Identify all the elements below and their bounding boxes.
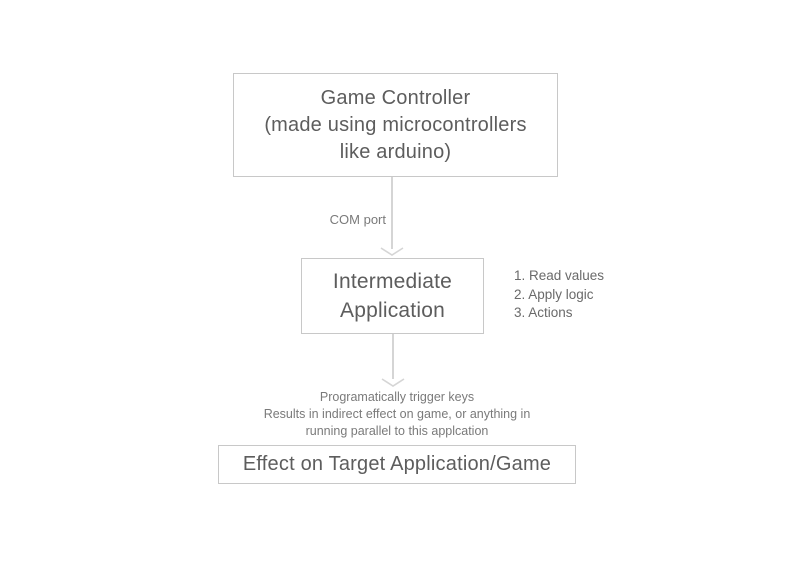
game-controller-line-2: (made using microcontrollers [264, 113, 527, 136]
effect-label: Effect on Target Application/Game [242, 453, 552, 475]
process-step-3: 3. Actions [514, 305, 573, 320]
process-step-1: 1. Read values [514, 268, 605, 283]
trigger-note-line-2: Results in indirect effect on game, or a… [263, 407, 531, 421]
game-controller-node: Game Controller (made using microcontrol… [233, 73, 558, 177]
trigger-note-line-3: running parallel to this applcation [305, 424, 489, 438]
intermediate-application-node: Intermediate Application [301, 258, 484, 334]
trigger-connector-line [392, 334, 394, 379]
effect-target-node: Effect on Target Application/Game [218, 445, 576, 484]
intermediate-line-2: Application [340, 299, 445, 322]
arrow-down-icon [380, 247, 404, 256]
game-controller-line-3: like arduino) [339, 140, 452, 163]
com-port-connector-line [391, 177, 393, 249]
com-port-label: COM port [329, 212, 386, 227]
game-controller-line-1: Game Controller [320, 86, 471, 109]
intermediate-line-1: Intermediate [332, 270, 453, 293]
arrow-down-icon [381, 378, 405, 387]
process-step-2: 2. Apply logic [514, 286, 594, 302]
trigger-note: Programatically trigger keys Results in … [197, 389, 597, 440]
trigger-note-line-1: Programatically trigger keys [319, 390, 475, 404]
process-steps-list: 1. Read values 2. Apply logic 3. Actions [514, 267, 604, 323]
